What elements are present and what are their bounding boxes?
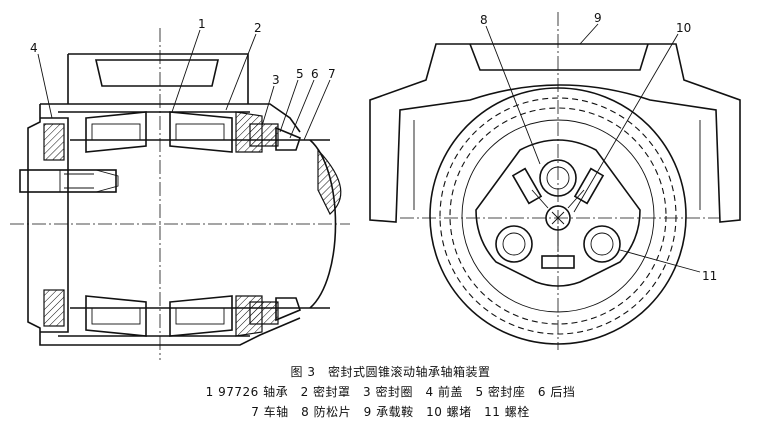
- front-cover: [40, 117, 69, 333]
- section-view: [10, 28, 350, 360]
- part-number-labels: 1 2 3 4 5 6 7 8 9 10 11: [30, 11, 717, 283]
- bolt-head-right: [583, 225, 621, 263]
- part-number-6: 6: [311, 67, 319, 81]
- bolt-head-left: [495, 225, 533, 263]
- bearing-assembly-figure: 1 2 3 4 5 6 7 8 9 10 11: [10, 11, 741, 360]
- figure-caption: 图 3 密封式圆锥滚动轴承轴箱装置 1 97726 轴承 2 密封罩 3 密封圈…: [0, 362, 781, 422]
- part-number-4: 4: [30, 41, 38, 55]
- front-cover-hub: [475, 139, 641, 287]
- part-number-1: 1: [198, 17, 206, 31]
- part-number-7: 7: [328, 67, 336, 81]
- part-number-11: 11: [702, 269, 717, 283]
- caption-title: 图 3 密封式圆锥滚动轴承轴箱装置: [290, 365, 491, 379]
- part-number-3: 3: [272, 73, 280, 87]
- saddle: [369, 43, 741, 223]
- part-number-8: 8: [480, 13, 488, 27]
- part-number-5: 5: [296, 67, 304, 81]
- bearing-rollers-bottom: [85, 295, 279, 337]
- figure-drawing: 1 2 3 4 5 6 7 8 9 10 11: [10, 11, 741, 360]
- bearing-rollers-top: [85, 111, 279, 153]
- part-number-9: 9: [594, 11, 602, 25]
- saddle-top: [67, 53, 249, 104]
- end-view: [369, 12, 741, 350]
- part-number-2: 2: [254, 21, 262, 35]
- caption-legend-line-1: 1 97726 轴承 2 密封罩 3 密封圈 4 前盖 5 密封座 6 后挡: [205, 385, 576, 399]
- part-number-10: 10: [676, 21, 691, 35]
- caption-legend-line-2: 7 车轴 8 防松片 9 承载鞍 10 螺堵 11 螺栓: [251, 405, 530, 419]
